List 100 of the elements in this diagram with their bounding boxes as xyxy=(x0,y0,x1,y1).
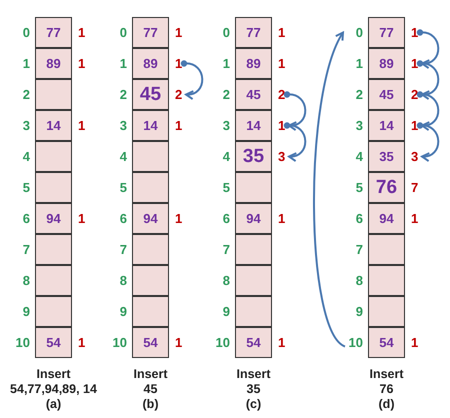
probe-count: 1 xyxy=(411,334,420,352)
slot-index: 6 xyxy=(354,210,363,228)
slot-index: 6 xyxy=(222,210,230,228)
slot-index: 2 xyxy=(354,86,363,104)
slot-index: 0 xyxy=(118,24,127,42)
slot-index: 2 xyxy=(22,86,30,104)
probe-count: 7 xyxy=(411,179,420,197)
hash-slot: 76 xyxy=(368,172,405,203)
arrow xyxy=(416,60,440,100)
hash-slot: 54 xyxy=(368,327,405,358)
slot-index: 7 xyxy=(22,241,30,259)
hash-slot: 94 xyxy=(35,203,72,234)
slot-index: 6 xyxy=(118,210,127,228)
slot-index: 7 xyxy=(222,241,230,259)
hash-slot: 14 xyxy=(368,110,405,141)
hash-slot: 14 xyxy=(35,110,72,141)
hash-slot: 45 xyxy=(368,79,405,110)
hash-slot: 54 xyxy=(35,327,72,358)
slot-index: 0 xyxy=(222,24,230,42)
slot-index: 6 xyxy=(22,210,30,228)
slot-index: 8 xyxy=(354,272,363,290)
probe-count: 3 xyxy=(278,148,286,166)
slot-index: 7 xyxy=(354,241,363,259)
hash-slot: 89 xyxy=(132,48,169,79)
arrow xyxy=(416,122,440,162)
slot-index: 5 xyxy=(22,179,30,197)
slot-index: 8 xyxy=(222,272,230,290)
hash-slot: 14 xyxy=(132,110,169,141)
slot-index: 4 xyxy=(22,148,30,166)
hash-slot: 94 xyxy=(132,203,169,234)
hash-slot: 35 xyxy=(368,141,405,172)
probe-count: 1 xyxy=(175,334,184,352)
probe-count: 1 xyxy=(175,117,184,135)
arrow xyxy=(313,32,346,348)
slot-index: 2 xyxy=(118,86,127,104)
hash-slot: 89 xyxy=(235,48,272,79)
hash-slot: 77 xyxy=(35,17,72,48)
arrow xyxy=(416,91,440,130)
slot-index: 5 xyxy=(354,179,363,197)
hash-slot: 35 xyxy=(235,141,272,172)
probe-count: 1 xyxy=(175,55,184,73)
hash-slot: 45 xyxy=(132,79,169,110)
arrow xyxy=(284,122,306,162)
arrow xyxy=(416,29,440,68)
hash-slot: 94 xyxy=(368,203,405,234)
slot-index: 5 xyxy=(118,179,127,197)
hash-slot: 89 xyxy=(35,48,72,79)
probe-count: 1 xyxy=(411,210,420,228)
slot-index: 9 xyxy=(354,303,363,321)
slot-index: 0 xyxy=(354,24,363,42)
hash-slot: 77 xyxy=(235,17,272,48)
hash-slot: 54 xyxy=(132,327,169,358)
table-caption: Insert 54,77,94,89, 14 xyxy=(9,367,98,397)
probe-count: 2 xyxy=(278,86,286,104)
hash-slot: 14 xyxy=(235,110,272,141)
slot-index: 5 xyxy=(222,179,230,197)
probe-count: 1 xyxy=(278,117,286,135)
probe-count: 1 xyxy=(411,117,420,135)
slot-index: 8 xyxy=(22,272,30,290)
probe-count: 1 xyxy=(278,24,286,42)
probe-count: 1 xyxy=(78,334,86,352)
probe-count: 1 xyxy=(175,24,184,42)
slot-index: 3 xyxy=(118,117,127,135)
hash-slot: 94 xyxy=(235,203,272,234)
hash-slot: 77 xyxy=(368,17,405,48)
slot-index: 1 xyxy=(354,55,363,73)
slot-index: 3 xyxy=(354,117,363,135)
probe-count: 1 xyxy=(278,55,286,73)
panel-label: (d) xyxy=(378,397,396,412)
slot-index: 4 xyxy=(222,148,230,166)
slot-index: 9 xyxy=(22,303,30,321)
hash-slot: 77 xyxy=(132,17,169,48)
table-caption: Insert 76 xyxy=(368,367,405,397)
probe-count: 3 xyxy=(411,148,420,166)
panel-label: (a) xyxy=(44,397,62,412)
probe-count: 1 xyxy=(278,210,286,228)
slot-index: 1 xyxy=(118,55,127,73)
hash-slot: 89 xyxy=(368,48,405,79)
probe-count: 1 xyxy=(78,210,86,228)
probe-count: 1 xyxy=(78,117,86,135)
probe-count: 1 xyxy=(411,24,420,42)
panel-label: (b) xyxy=(142,397,160,412)
hash-slot: 45 xyxy=(235,79,272,110)
slot-index: 7 xyxy=(118,241,127,259)
probe-count: 2 xyxy=(175,86,184,104)
slot-index: 1 xyxy=(222,55,230,73)
slot-index: 10 xyxy=(14,334,30,352)
slot-index: 9 xyxy=(222,303,230,321)
probe-count: 1 xyxy=(278,334,286,352)
slot-index: 10 xyxy=(112,334,127,352)
arrow xyxy=(284,91,306,130)
slot-index: 4 xyxy=(354,148,363,166)
slot-index: 2 xyxy=(222,86,230,104)
slot-index: 0 xyxy=(22,24,30,42)
probe-count: 1 xyxy=(411,55,420,73)
panel-label: (c) xyxy=(244,397,262,412)
table-caption: Insert 35 xyxy=(235,367,272,397)
slot-index: 10 xyxy=(348,334,363,352)
probe-count: 2 xyxy=(411,86,420,104)
slot-index: 4 xyxy=(118,148,127,166)
